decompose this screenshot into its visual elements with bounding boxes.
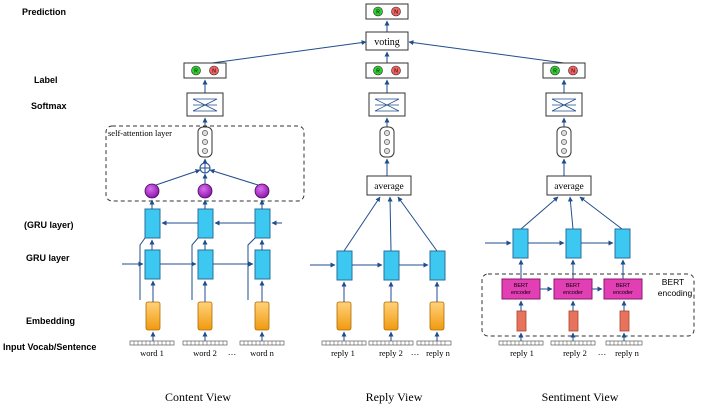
bert-encoder-block: BERT encoder bbox=[603, 278, 643, 300]
bert-input-cell bbox=[516, 310, 527, 332]
embedding-cell bbox=[429, 301, 445, 331]
sentiment-view: R N average BERT encoding BERT encod bbox=[481, 62, 695, 404]
gru-cell bbox=[614, 228, 631, 259]
prediction-pill: R N bbox=[365, 3, 409, 20]
bert-input-cell bbox=[619, 310, 630, 332]
gru-cell bbox=[512, 228, 529, 259]
gru-cell bbox=[197, 249, 214, 280]
vocab-strip bbox=[239, 340, 285, 346]
attention-node bbox=[144, 183, 160, 199]
gru-cell bbox=[197, 208, 214, 239]
softmax-icon bbox=[186, 92, 224, 117]
softmax-icon bbox=[368, 92, 406, 117]
gru-cell bbox=[144, 208, 161, 239]
svg-text:N: N bbox=[571, 69, 575, 75]
svg-text:R: R bbox=[376, 69, 380, 75]
reply-label: reply 2 bbox=[379, 348, 403, 358]
ellipsis: … bbox=[228, 347, 237, 357]
reply-label: reply 1 bbox=[331, 348, 355, 358]
attention-node bbox=[254, 183, 270, 199]
r-dot-icon bbox=[373, 6, 383, 17]
content-view: R N self-attention layer bbox=[105, 62, 305, 404]
svg-text:encoder: encoder bbox=[511, 290, 531, 296]
gru-cell bbox=[254, 249, 271, 280]
svg-text:encoder: encoder bbox=[563, 290, 583, 296]
vocab-strip bbox=[550, 340, 596, 346]
voting-box: voting bbox=[365, 31, 409, 51]
svg-text:N: N bbox=[212, 69, 216, 75]
svg-text:R: R bbox=[553, 69, 557, 75]
embedding-cell bbox=[383, 301, 399, 331]
gru-cell bbox=[144, 249, 161, 280]
bert-encoder-block: BERT encoder bbox=[553, 278, 593, 300]
word-label: word 1 bbox=[140, 348, 164, 358]
gru-cell bbox=[429, 250, 446, 281]
n-letter: N bbox=[394, 10, 398, 16]
row-label-embedding: Embedding bbox=[26, 316, 75, 326]
embedding-cell bbox=[336, 301, 352, 331]
average-label: average bbox=[374, 182, 404, 192]
ellipsis: … bbox=[411, 347, 420, 357]
row-label-softmax: Softmax bbox=[31, 101, 67, 111]
bert-encoding-label: BERT bbox=[662, 277, 685, 287]
softmax-icon bbox=[545, 92, 583, 117]
embedding-cell bbox=[145, 301, 161, 331]
gru-cell bbox=[254, 208, 271, 239]
svg-text:N: N bbox=[394, 69, 398, 75]
embedding-cell bbox=[254, 301, 270, 331]
vocab-strip bbox=[129, 340, 175, 346]
reply-view-title: Reply View bbox=[366, 390, 423, 404]
vocab-strip bbox=[368, 340, 414, 346]
bert-encoding-label: encoding bbox=[658, 288, 693, 298]
reply-label: reply n bbox=[615, 348, 640, 358]
voting-label: voting bbox=[374, 37, 400, 48]
reply-view: R N average bbox=[310, 62, 452, 404]
reply-label: reply n bbox=[426, 348, 451, 358]
gru-cell bbox=[336, 250, 353, 281]
vocab-strip bbox=[605, 340, 643, 346]
svg-text:BERT: BERT bbox=[514, 283, 529, 289]
vocab-strip bbox=[498, 340, 544, 346]
vocab-strip bbox=[182, 340, 228, 346]
word-label: word 2 bbox=[193, 348, 217, 358]
sentiment-view-title: Sentiment View bbox=[542, 390, 619, 404]
r-letter: R bbox=[376, 10, 380, 16]
bert-input-cell bbox=[568, 310, 579, 332]
bert-encoding-box bbox=[481, 273, 695, 337]
n-dot-icon bbox=[391, 6, 401, 17]
row-label-label: Label bbox=[34, 75, 58, 85]
row-label-gru: GRU layer bbox=[26, 253, 70, 263]
ellipsis: … bbox=[598, 347, 607, 357]
svg-text:R: R bbox=[194, 69, 198, 75]
embedding-cell bbox=[197, 301, 213, 331]
row-label-gru-paren: (GRU layer) bbox=[24, 220, 74, 230]
gru-cell bbox=[565, 228, 582, 259]
row-label-prediction: Prediction bbox=[22, 7, 66, 17]
self-attention-label: self-attention layer bbox=[108, 128, 172, 138]
reply-label: reply 2 bbox=[563, 348, 587, 358]
svg-text:BERT: BERT bbox=[566, 283, 581, 289]
svg-text:encoder: encoder bbox=[613, 290, 633, 296]
attention-node bbox=[197, 183, 213, 199]
gru-cell bbox=[383, 250, 400, 281]
svg-text:BERT: BERT bbox=[616, 283, 631, 289]
average-box bbox=[546, 175, 592, 196]
bert-encoder-block: BERT encoder bbox=[501, 278, 541, 300]
word-label: word n bbox=[250, 348, 275, 358]
content-view-title: Content View bbox=[165, 390, 231, 404]
average-label: average bbox=[554, 182, 584, 192]
reply-label: reply 1 bbox=[510, 348, 534, 358]
average-box bbox=[366, 175, 412, 196]
vocab-strip bbox=[321, 340, 367, 346]
row-label-input: Input Vocab/Sentence bbox=[3, 342, 96, 352]
vocab-strip bbox=[416, 340, 452, 346]
